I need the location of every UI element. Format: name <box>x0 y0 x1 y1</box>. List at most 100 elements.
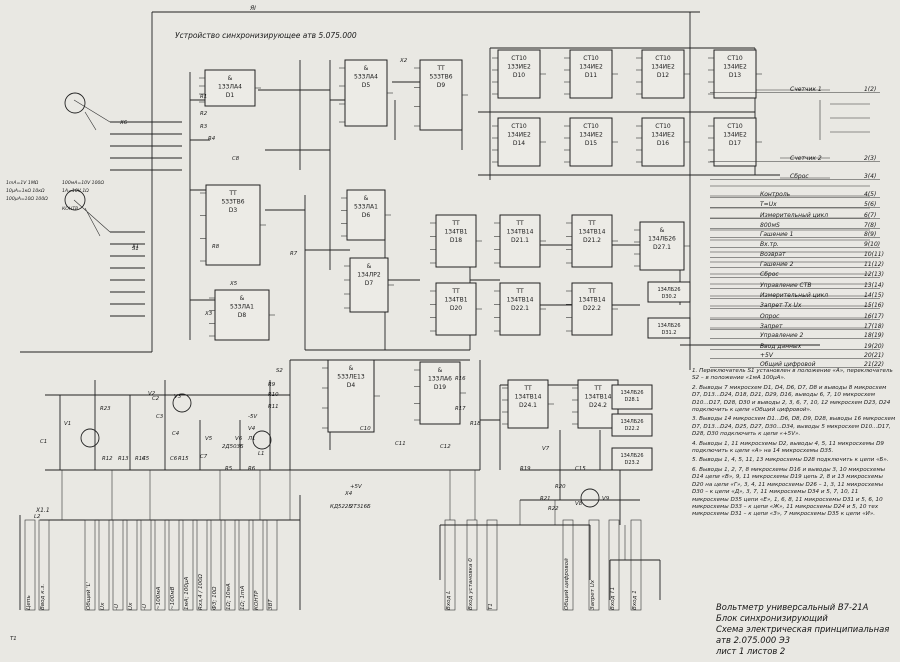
ic-D7-text: D7 <box>365 280 374 287</box>
connector-cell <box>466 519 478 611</box>
component-label: R19 <box>520 466 531 472</box>
note-6: 6. Выводы 1, 2, 7, 8 микросхемы D16 и вы… <box>692 466 886 518</box>
component-label: X5 <box>229 281 238 287</box>
output-label: Управление СТВ <box>760 282 812 289</box>
output-pin: 6(7) <box>864 212 876 219</box>
output-label: Измерительный цикл <box>760 212 828 219</box>
connector-label-group: Общий цифровой <box>564 558 570 610</box>
connector-label-group: 1Ω; 10мА <box>226 583 232 610</box>
small-ic-text: 134ЛБ26 <box>620 419 643 425</box>
ic-D20-text: ТТ <box>451 288 460 295</box>
small-ic-text: D31.2 <box>662 330 677 336</box>
output-pin: 3(4) <box>864 173 876 180</box>
output-label: Счетчик 2 <box>790 155 822 162</box>
component-label: X1 <box>131 244 139 250</box>
ic-D24.2 <box>577 379 619 429</box>
component-label: L2 <box>34 514 41 520</box>
connector-label: Общий 'L' <box>86 582 92 610</box>
ic-D22.1-text: 134ТВ14 <box>507 297 534 304</box>
connector-cell <box>196 519 208 611</box>
title-line-4: атв 2.075.000 Э3 <box>716 635 791 645</box>
output-label: Опрос <box>760 313 780 320</box>
connector-cell <box>562 519 574 611</box>
connector-label-group: ~100мВ <box>170 586 176 610</box>
connector-label-group: ФЗ; 10Ω <box>212 586 218 610</box>
output-pin: 10(11) <box>864 251 884 258</box>
counter-D12-text: D12 <box>657 72 669 79</box>
output-label: Вх.тр. <box>760 241 779 248</box>
ic-D4-text: D4 <box>347 382 356 389</box>
connector-label: ЗВТ <box>268 599 274 610</box>
connector-label-group: -U <box>114 604 120 610</box>
small-ic-text: 134ЛБ26 <box>657 287 680 293</box>
component-label: C4 <box>172 431 180 437</box>
component-label: R11 <box>268 404 279 410</box>
component-label: R6 <box>248 466 256 472</box>
connector-label: Вход Т1 <box>610 587 616 610</box>
ic-D8-text: & <box>240 295 245 302</box>
ic-D21.2-text: ТТ <box>587 220 596 227</box>
component-label: C8 <box>232 156 240 162</box>
note-5: 5. Выводы 1, 4, 5, 11, 13 микросхемы D28… <box>692 457 889 464</box>
connector-label: Цепь <box>26 595 32 610</box>
connector-label-group: Ввод к.з. <box>40 584 46 610</box>
component-label: X6 <box>119 120 128 126</box>
connector-label-group: 1Ω; 1mA <box>240 585 246 610</box>
component-label: V5 <box>205 436 213 442</box>
component-label: R23 <box>100 406 111 412</box>
connector-label-group: 1мА; 100μA <box>184 576 190 610</box>
ic-D1-text: & <box>228 75 233 82</box>
component-label: R22 <box>548 506 559 512</box>
connector-ref: Х1.1 <box>35 507 50 514</box>
connector-label: ~100мА <box>156 586 162 610</box>
ic-D9-text: 533ТВ6 <box>429 74 452 81</box>
connector-label: 1Ω; 10мА <box>226 583 232 610</box>
component-label: C15 <box>575 466 586 472</box>
component-label: L1 <box>258 451 264 457</box>
connector-label-group: Общий 'L' <box>86 582 92 610</box>
ic-D27.1-text: & <box>660 227 665 234</box>
ic-D24.2-text: ТТ <box>593 385 602 392</box>
output-label: Ввод данных <box>760 343 802 350</box>
counter-D11 <box>569 49 613 99</box>
connector-label: ФЗ; 10Ω <box>212 586 218 610</box>
connector-cell <box>444 519 456 611</box>
counter-D13-text: 134ИЕ2 <box>723 64 747 71</box>
ic-D1-text: 133ЛА4 <box>218 84 242 91</box>
counter-D12-text: 134ИЕ2 <box>651 64 675 71</box>
connector-label: Ввод к.з. <box>40 584 46 610</box>
output-pin: 12(13) <box>864 271 884 278</box>
output-label: 800мS <box>760 222 780 229</box>
output-label: +5V <box>760 352 774 359</box>
ic-D8-text: D8 <box>238 312 247 319</box>
counter-D11-text: СТ10 <box>583 55 599 62</box>
switch-legend: 100μA=10Ω 100Ω <box>6 196 48 202</box>
component-label: R21 <box>540 496 551 502</box>
counter-D15-text: 134ИЕ2 <box>579 132 603 139</box>
component-label: R10 <box>268 392 279 398</box>
counter-D16-text: 134ИЕ2 <box>651 132 675 139</box>
switch-legend: 10μA=1кΩ 10кΩ <box>6 188 45 194</box>
switch-legend: КОНТР <box>62 206 78 212</box>
connector-label-group: Вход 1 <box>632 590 638 610</box>
output-label: T=Uх <box>760 201 777 208</box>
output-pin: 19(20) <box>864 343 884 350</box>
component-label: Л1 <box>247 436 255 442</box>
counter-D13 <box>713 49 757 99</box>
ic-D21.1-text: ТТ <box>515 220 524 227</box>
ic-D18-text: ТТ <box>451 220 460 227</box>
component-label: R8 <box>212 244 220 250</box>
component-label: S1 <box>132 246 139 252</box>
counter-D16-text: D16 <box>657 140 669 147</box>
component-label: R17 <box>455 406 466 412</box>
switch-legend: 1А=10V 1Ω <box>62 188 89 194</box>
ic-D7-text: & <box>367 263 372 270</box>
connector-cell <box>84 519 96 611</box>
ic-D3-text: 533ТВ6 <box>221 199 244 206</box>
connector-label-group: Вход установка 0 <box>468 558 474 610</box>
component-label: КД522Б <box>330 504 352 510</box>
ic-D24.1-text: 134ТВ14 <box>515 394 542 401</box>
connector-label-group: Вход Т1 <box>610 587 616 610</box>
connector-cell <box>98 519 110 611</box>
